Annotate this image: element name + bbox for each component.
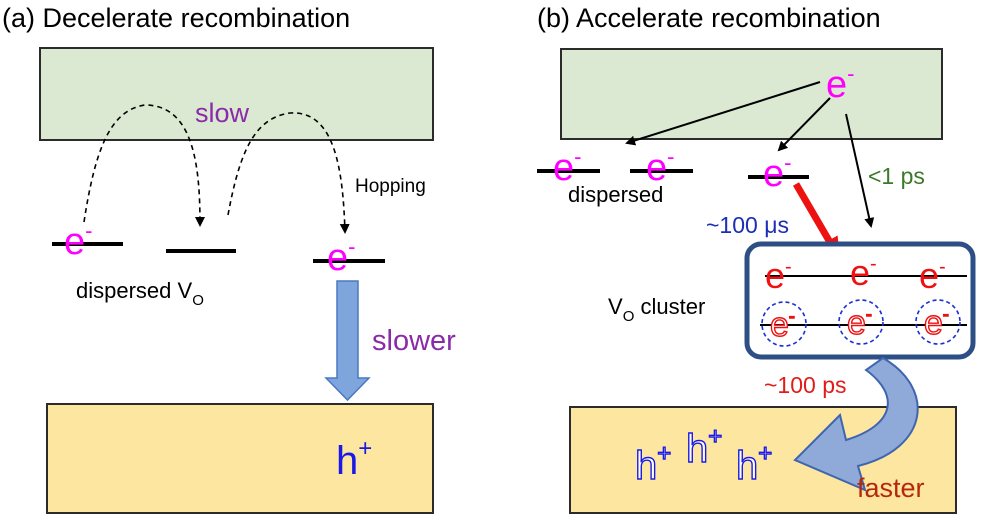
big-recombination-arrow [793,356,919,492]
right-hole-2: h+ [686,423,722,471]
left-panel-title: (a) Decelerate recombination [2,3,350,33]
right-dispersed-electron-3: e- [763,150,791,195]
left-hole: h+ [336,435,372,483]
right-time-fast-label: <1 ps [868,163,925,189]
right-panel-title: (b) Accelerate recombination [537,3,881,33]
left-hopping-label: Hopping [355,176,426,197]
right-faster-label: faster [857,473,925,503]
right-dispersed-electron-1: e- [553,144,581,189]
arrow-to-dispersed-2 [777,97,831,152]
slower-arrow [324,280,371,402]
arrow-to-dispersed-1 [625,81,821,146]
cluster-electron-3: e- [919,255,946,296]
left-slower-label: slower [372,325,456,357]
right-electron-source: e- [826,61,854,106]
vo-cluster-label: VO cluster [608,294,705,325]
trap-circle-3 [915,299,961,345]
cluster-electron-2: e- [850,252,877,293]
arrow-to-cluster [845,113,875,228]
right-hole-1: h+ [635,440,671,488]
right-time-recomb-label: ~100 ps [764,372,847,398]
trapped-electron-3: e- [924,304,949,342]
trap-circle-1 [761,301,807,347]
right-hole-3: h+ [736,440,772,488]
left-valence-band [46,403,434,514]
right-time-slow-label: ~100 μs [706,212,789,238]
right-conduction-band [560,48,943,140]
left-electron-1: e- [64,218,92,263]
trapped-electron-2: e- [847,304,872,342]
left-slow-label: slow [195,98,250,128]
right-dispersed-label: dispersed [568,182,663,207]
hopping-arc-1 [83,104,205,227]
left-electron-2: e- [327,234,355,279]
cluster-electron-1: e- [765,255,792,296]
left-conduction-band [39,47,434,141]
left-dispersed-label: dispersed VO [76,278,204,309]
trapped-electron-1: e- [770,306,795,344]
hopping-arc-2 [227,112,350,234]
trap-circle-2 [838,299,884,345]
right-dispersed-electron-2: e- [646,144,674,189]
